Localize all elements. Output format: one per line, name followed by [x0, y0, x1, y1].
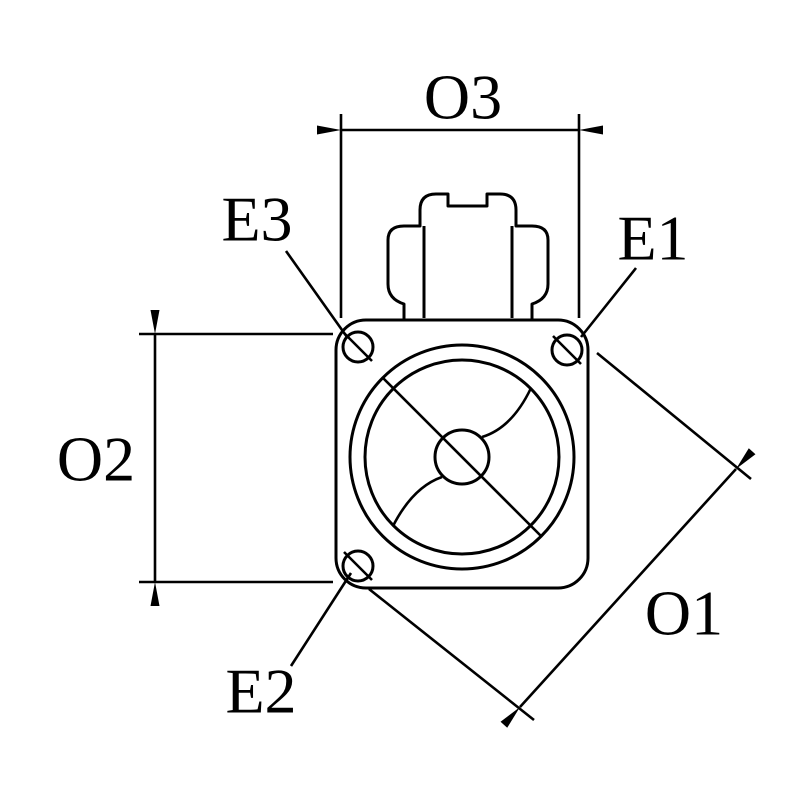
dimension-label-o1: O1: [645, 578, 723, 649]
bore-diagonal-line: [382, 377, 542, 537]
mounting-flange: [334, 318, 590, 590]
reference-label-e1: E1: [617, 203, 688, 274]
bolt-hole-bottom-left-slash: [343, 551, 373, 581]
bolt-hole-top-right-slash: [552, 335, 582, 365]
bore-circle-inner: [363, 358, 561, 556]
leader-e2: E2: [225, 572, 353, 727]
bore-circle-outer: [348, 343, 576, 571]
dimension-o3: O3: [317, 62, 603, 318]
flange-outline: [334, 318, 590, 590]
bolt-hole-bottom-left: [341, 549, 375, 583]
e3-leader-line: [284, 250, 349, 338]
bore-curve-lower: [391, 475, 443, 527]
o1-extension-line-lower: [368, 587, 535, 722]
e1-leader-line: [579, 267, 638, 338]
o1-dimension-line: [500, 448, 756, 728]
pilot-bore: [348, 343, 576, 571]
o1-extension-line-upper: [596, 351, 752, 481]
dimension-label-o2: O2: [57, 424, 135, 495]
solenoid-boss: [386, 192, 550, 320]
leader-e3: E3: [221, 184, 349, 338]
dimension-o2: O2: [57, 310, 333, 606]
shaft-circle: [433, 428, 491, 486]
reference-label-e2: E2: [225, 656, 296, 727]
solenoid-outline: [386, 192, 550, 320]
dimension-o1: O1: [368, 351, 756, 728]
dimension-label-o3: O3: [424, 62, 502, 133]
bolt-hole-top-left: [341, 330, 375, 364]
leader-e1: E1: [579, 203, 689, 338]
bolt-hole-top-right: [550, 333, 584, 367]
bolt-hole-top-left-slash: [343, 332, 373, 362]
e2-leader-line: [289, 572, 353, 667]
reference-label-e3: E3: [221, 184, 292, 255]
bore-curve-upper: [481, 387, 533, 439]
